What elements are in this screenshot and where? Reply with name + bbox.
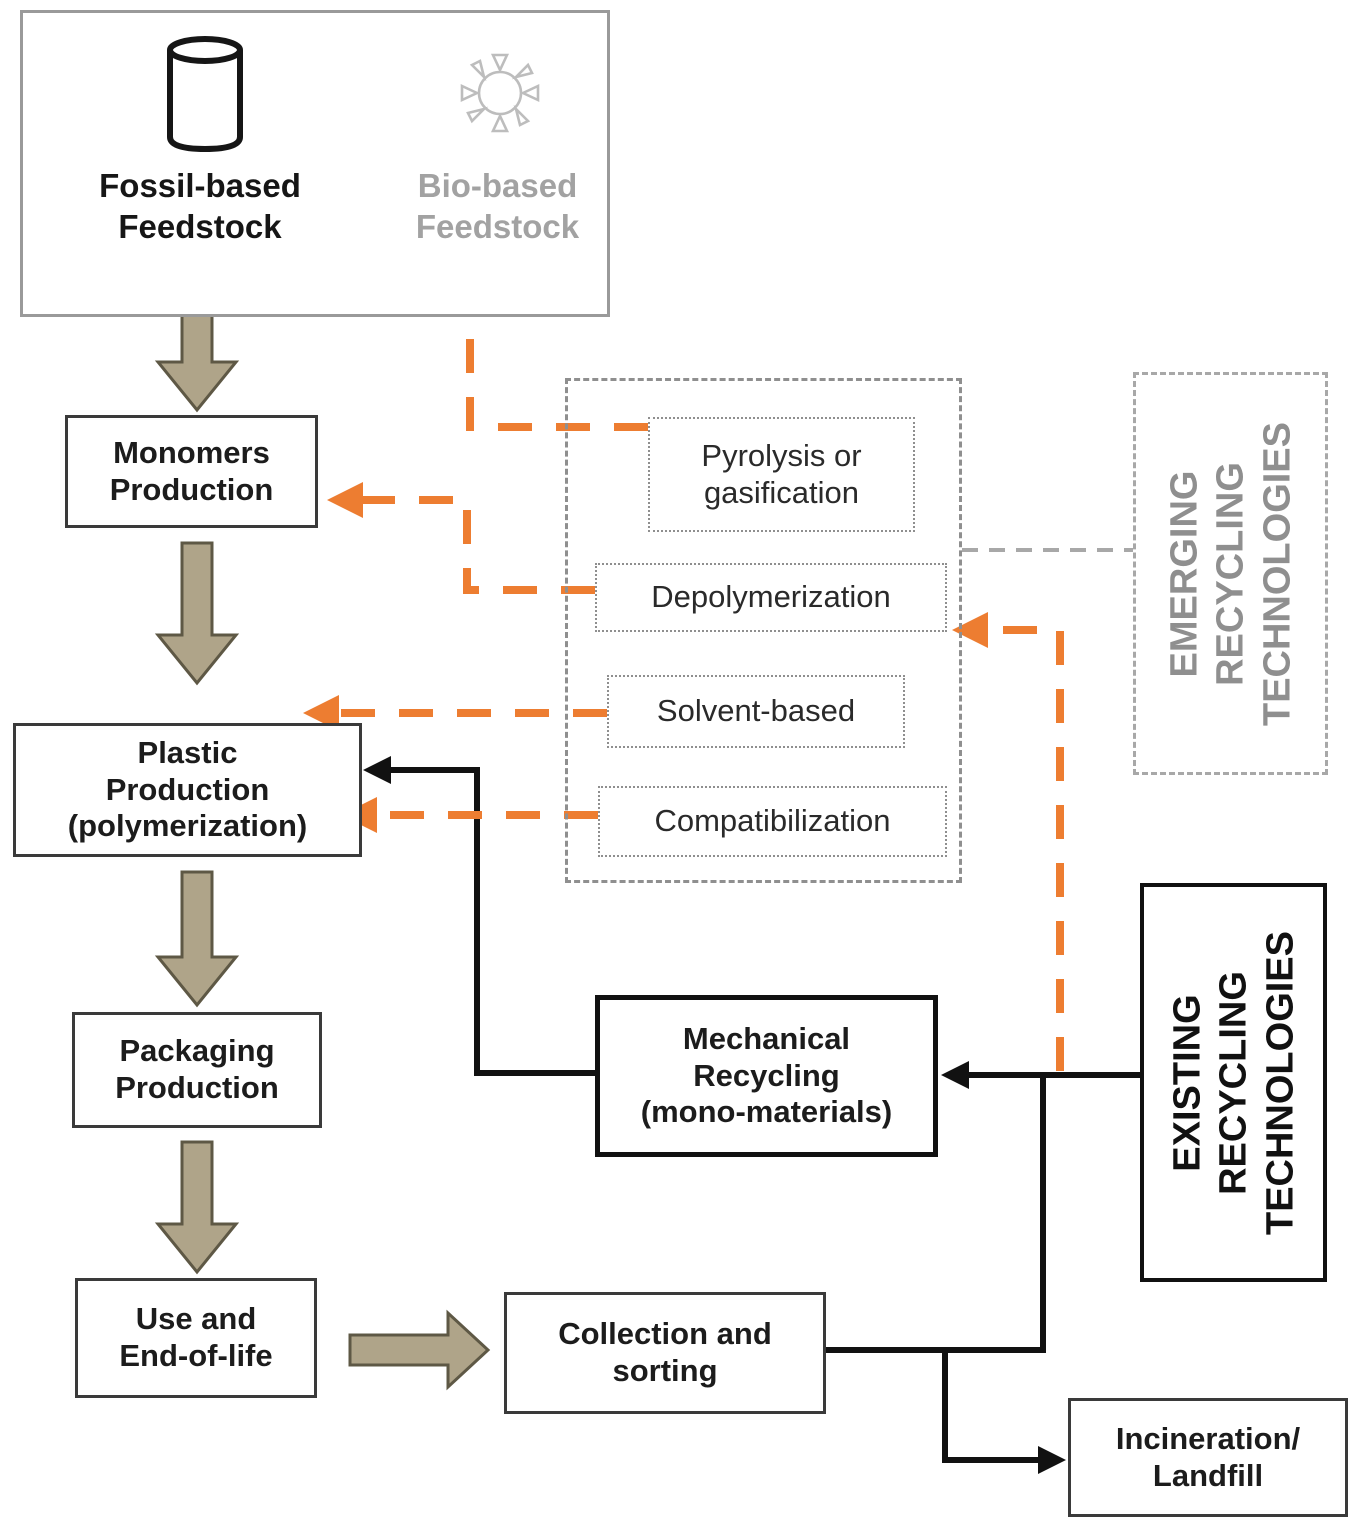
solvent-based-box: Solvent-based [607,675,905,748]
orange-arrowhead-into-emerging-group [952,612,988,648]
arrowhead-into-mechanical [941,1061,969,1089]
arrowhead-into-incineration [1038,1446,1066,1474]
arrowhead-into-plastic [363,756,391,784]
orange-route-depolymerization-to-monomers [360,496,595,594]
emerging-technologies-label-box: EMERGING RECYCLING TECHNOLOGIES [1133,372,1328,775]
depolymerization-box: Depolymerization [595,563,947,632]
block-arrow-packaging-to-use [154,1140,240,1275]
oil-drum-icon [160,32,250,157]
black-route-mechanical-to-plastic [385,767,595,1076]
existing-technologies-label: EXISTING RECYCLING TECHNOLOGIES [1165,930,1301,1235]
existing-technologies-label-box: EXISTING RECYCLING TECHNOLOGIES [1140,883,1327,1282]
black-route-collection-to-incineration [942,1350,1044,1463]
black-route-collection-to-mechanical [826,1072,1140,1353]
use-end-of-life-box: Use and End-of-life [75,1278,317,1398]
emerging-technologies-label: EMERGING RECYCLING TECHNOLOGIES [1162,421,1298,726]
orange-arrowhead-solvent-into-plastic [303,695,339,731]
collection-sorting-box: Collection and sorting [504,1292,826,1414]
mechanical-recycling-box: Mechanical Recycling (mono-materials) [595,995,938,1157]
monomers-production-box: Monomers Production [65,415,318,528]
orange-arrowhead-into-monomers [327,482,363,518]
block-arrow-use-to-collection [348,1309,491,1391]
block-arrow-monomers-to-plastic [154,541,240,686]
feedstock-group-box [20,10,610,317]
packaging-production-box: Packaging Production [72,1012,322,1128]
sun-icon [455,48,545,138]
emerging-technologies-group-box [565,378,962,883]
orange-route-collection-to-emerging [985,626,1064,1071]
plastic-production-box: Plastic Production (polymerization) [13,723,362,857]
block-arrow-plastic-to-packaging [154,870,240,1008]
bio-feedstock-label: Bio-based Feedstock [415,167,580,246]
incineration-landfill-box: Incineration/ Landfill [1068,1398,1348,1517]
pyrolysis-gasification-box: Pyrolysis or gasification [648,417,915,532]
compatibilization-box: Compatibilization [598,786,947,857]
fossil-feedstock-label: Fossil-based Feedstock [99,167,301,246]
